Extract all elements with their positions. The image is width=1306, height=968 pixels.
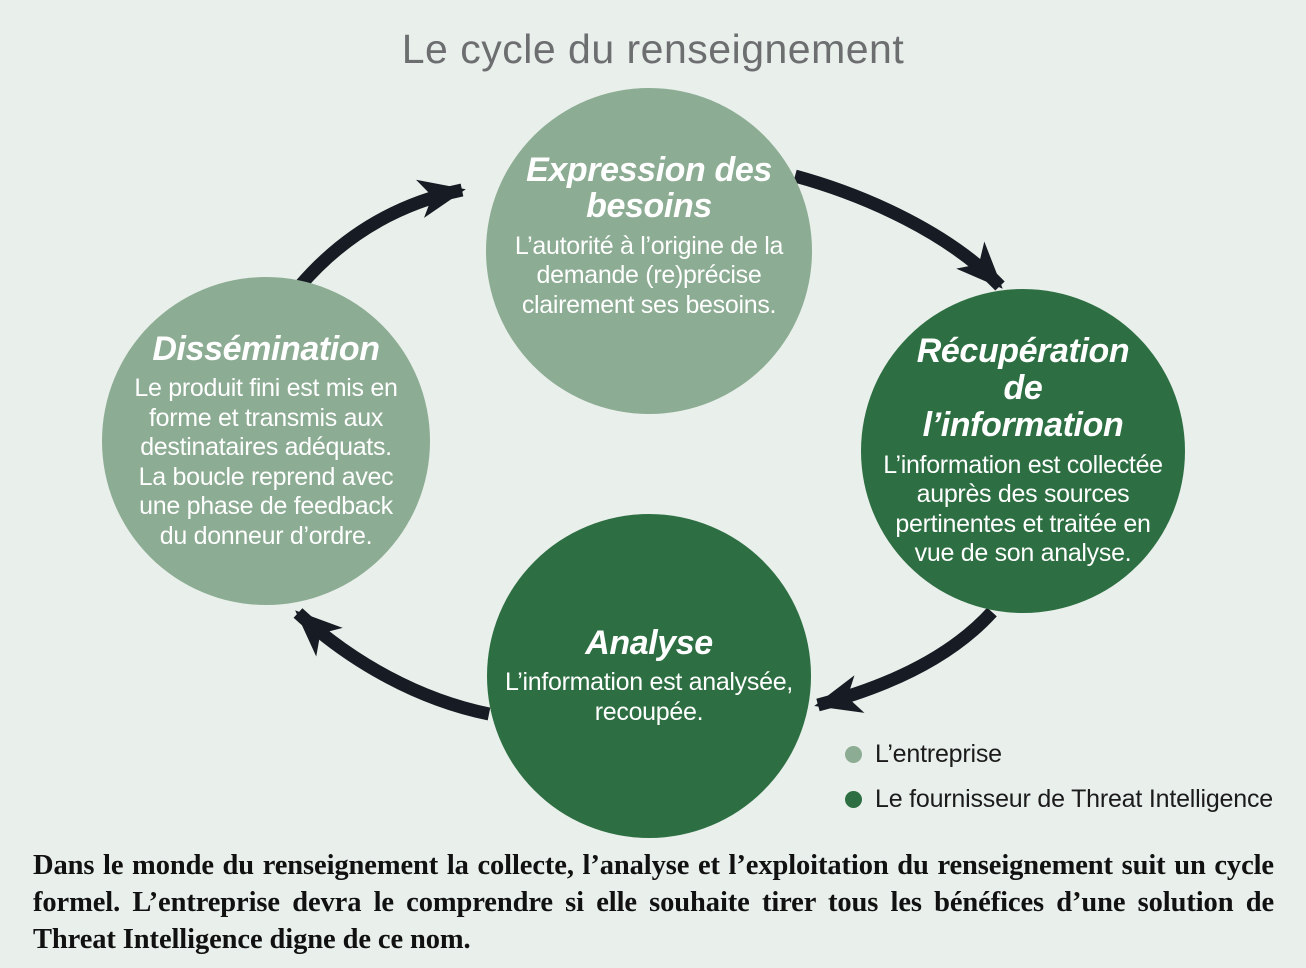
cycle-step-expression-des-besoins: Expression des besoins L’autorité à l’or…: [486, 88, 812, 414]
step-title: Récupération de l’information: [916, 332, 1130, 444]
step-title: Dissémination: [152, 329, 380, 368]
arrow-recuperation-to-analyse: [814, 607, 997, 713]
cycle-step-recuperation-information: Récupération de l’information L’informat…: [861, 289, 1185, 613]
step-description: L’autorité à l’origine de la demande (re…: [514, 231, 784, 319]
legend-label: L’entreprise: [875, 740, 1002, 768]
step-description: L’information est analysée, recoupée.: [505, 668, 793, 726]
step-title: Expression des besoins: [526, 150, 772, 226]
arrow-expression-to-recuperation: [793, 169, 1005, 291]
legend-item-fournisseur: Le fournisseur de Threat Intelligence: [845, 785, 1273, 814]
arrow-analyse-to-dissemination: [293, 608, 491, 721]
step-description: L’information est collectée auprès des s…: [883, 450, 1163, 568]
figure-caption: Dans le monde du renseignement la collec…: [33, 850, 1274, 955]
legend: L’entreprise Le fournisseur de Threat In…: [845, 740, 1273, 830]
step-description: Le produit fini est mis en forme et tran…: [134, 374, 398, 550]
legend-item-entreprise: L’entreprise: [845, 740, 1273, 769]
entreprise-color-dot-icon: [845, 746, 862, 763]
fournisseur-color-dot-icon: [845, 791, 862, 808]
cycle-step-analyse: Analyse L’information est analysée, reco…: [487, 514, 811, 838]
cycle-step-dissemination: Dissémination Le produit fini est mis en…: [102, 277, 430, 605]
diagram-title: Le cycle du renseignement: [401, 26, 905, 72]
step-title: Analyse: [585, 623, 713, 662]
arrow-dissemination-to-expression: [294, 179, 466, 292]
legend-label: Le fournisseur de Threat Intelligence: [875, 785, 1273, 813]
